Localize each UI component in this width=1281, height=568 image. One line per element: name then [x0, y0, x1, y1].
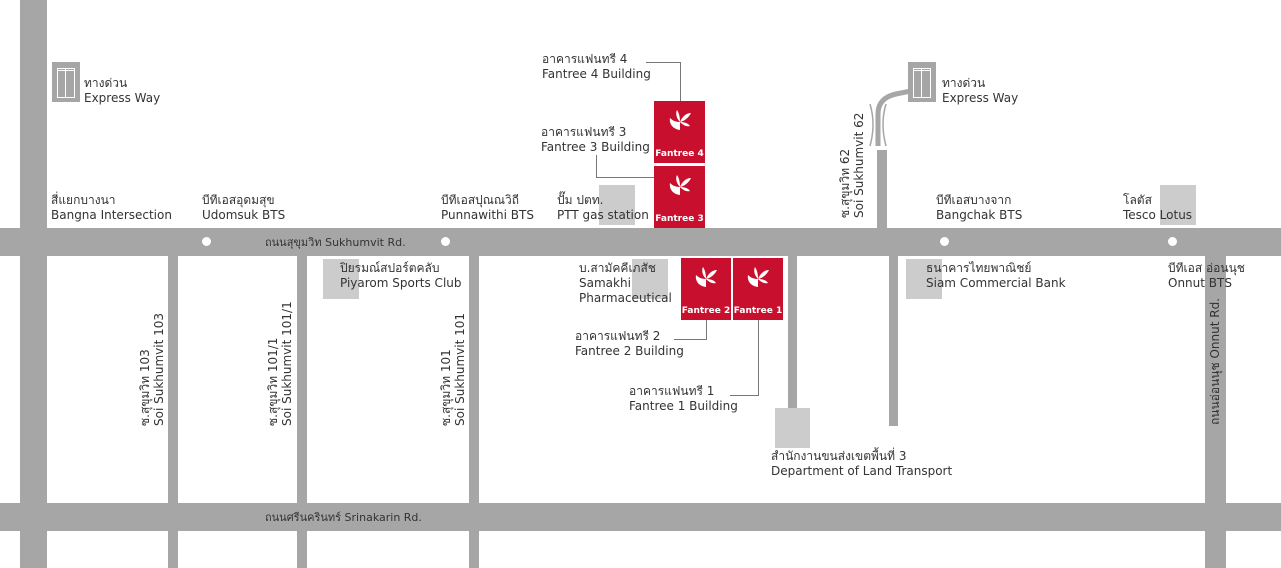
fantree3-leader-h	[596, 177, 654, 178]
expressway-left-label: ทางด่วน Express Way	[84, 76, 161, 105]
punnawithi-label: บีทีเอสปุณณวิถี Punnawithi BTS	[441, 193, 534, 222]
samakhi-lane	[788, 256, 797, 408]
fantree-logo-icon	[695, 267, 717, 287]
expressway-right-icon	[908, 62, 936, 102]
bangchak-label: บีทีเอสบางจาก Bangchak BTS	[936, 193, 1023, 222]
ptt-label: ปั๊ม ปตท. PTT gas station	[557, 193, 649, 222]
fantree-4-label: อาคารแฟนทรี 4 Fantree 4 Building	[542, 52, 651, 81]
samakhi-label: บ.สามัคคีเภสัช Samakhi Pharmaceutical	[579, 261, 672, 305]
dlt-block	[775, 408, 810, 448]
bangna-road	[20, 0, 47, 568]
srinakarin-road	[0, 503, 1281, 531]
soi-101-road	[469, 256, 479, 568]
piyarom-block	[323, 259, 359, 299]
tesco-block	[1160, 185, 1196, 225]
fantree-1-label: อาคารแฟนทรี 1 Fantree 1 Building	[629, 384, 738, 413]
scb-lane	[889, 256, 898, 426]
onnut-bts-dot	[1168, 237, 1177, 246]
punnawithi-bts-dot	[441, 237, 450, 246]
fantree-3-label: อาคารแฟนทรี 3 Fantree 3 Building	[541, 125, 650, 154]
bangna-label: สี่แยกบางนา Bangna Intersection	[51, 193, 172, 222]
piyarom-label: ปิยรมณ์สปอร์ตคลับ Piyarom Sports Club	[340, 261, 462, 290]
fantree3-leader-v	[596, 155, 597, 177]
fantree1-leader-h	[730, 395, 759, 396]
onnut-road	[1205, 256, 1226, 568]
expressway-right-label: ทางด่วน Express Way	[942, 76, 1019, 105]
fantree-3-badge: Fantree 3	[655, 214, 704, 224]
fantree2-leader-v	[706, 320, 707, 340]
fantree-3-marker[interactable]: Fantree 3	[654, 166, 705, 228]
soi-103-road	[168, 256, 178, 568]
fantree1-leader-v	[758, 320, 759, 395]
samakhi-block	[632, 259, 668, 299]
udomsuk-bts-dot	[202, 237, 211, 246]
fantree-2-badge: Fantree 2	[681, 306, 731, 316]
soi-101-1-label: ซ.สุขุมวิท 101/1 Soi Sukhumvit 101/1	[266, 301, 294, 426]
soi-101-label: ซ.สุขุมวิท 101 Soi Sukhumvit 101	[439, 312, 467, 426]
bangchak-bts-dot	[940, 237, 949, 246]
sukhumvit-road-label: ถนนสุขุมวิท Sukhumvit Rd.	[265, 236, 406, 249]
fantree-logo-icon	[747, 267, 769, 287]
fantree-2-marker[interactable]: Fantree 2	[681, 258, 731, 320]
sukhumvit-road	[0, 228, 1281, 256]
fantree-1-marker[interactable]: Fantree 1	[733, 258, 783, 320]
fantree2-leader-h	[674, 339, 707, 340]
fantree-4-marker[interactable]: Fantree 4	[654, 101, 705, 163]
soi-103-label: ซ.สุขุมวิท 103 Soi Sukhumvit 103	[138, 312, 166, 426]
onnut-road-label: ถนนอ่อนนุช Onnut Rd.	[1208, 297, 1222, 425]
srinakarin-road-label: ถนนศรีนครินทร์ Srinakarin Rd.	[265, 511, 422, 524]
soi-101-1-road	[297, 256, 307, 568]
onnut-bts-label: บีทีเอส อ่อนนุช Onnut BTS	[1168, 261, 1245, 290]
expressway-bridge	[869, 87, 916, 147]
fantree-logo-icon	[669, 110, 691, 130]
soi-62-road	[877, 150, 887, 228]
tesco-label: โลตัส Tesco Lotus	[1123, 193, 1193, 222]
scb-label: ธนาคารไทยพาณิชย์ Siam Commercial Bank	[926, 261, 1066, 290]
fantree-logo-icon	[669, 175, 691, 195]
soi-62-label: ซ.สุขุมวิท 62 Soi Sukhumvit 62	[838, 112, 866, 218]
fantree-2-label: อาคารแฟนทรี 2 Fantree 2 Building	[575, 329, 684, 358]
udomsuk-label: บีทีเอสอุดมสุข Udomsuk BTS	[202, 193, 286, 222]
scb-block	[906, 259, 942, 299]
fantree-4-badge: Fantree 4	[655, 149, 704, 159]
fantree4-leader-v	[680, 62, 681, 102]
expressway-left-icon	[52, 62, 80, 102]
fantree-1-badge: Fantree 1	[733, 306, 783, 316]
dlt-label: สำนักงานขนส่งเขตพื้นที่ 3 Department of …	[771, 449, 953, 478]
fantree4-leader-h	[646, 62, 681, 63]
ptt-block	[599, 185, 635, 225]
